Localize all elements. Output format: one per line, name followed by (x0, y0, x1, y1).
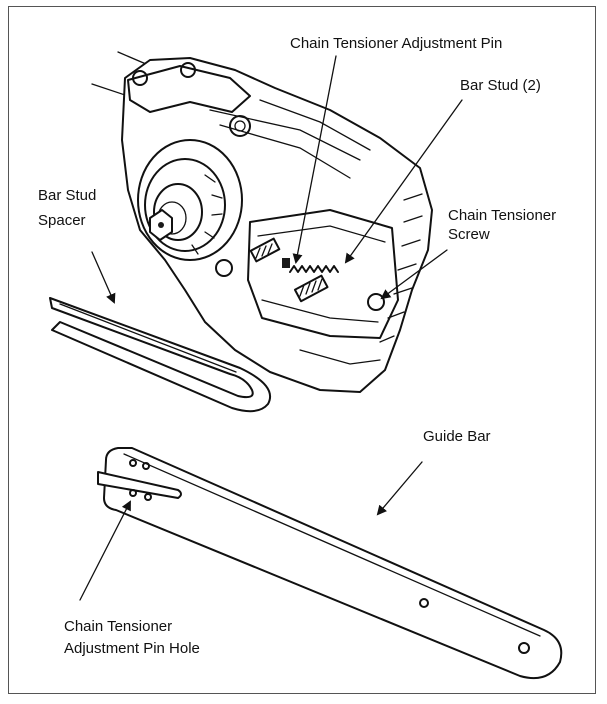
bar-hole (144, 493, 152, 501)
sprocket-nose-hole (518, 642, 530, 654)
diagram-frame (8, 6, 596, 694)
label-bar-stud: Bar Stud (2) (460, 77, 541, 94)
leader-guide-bar (376, 461, 423, 516)
label-tensioner-screw: Chain Tensioner Screw (448, 207, 557, 243)
leader-adjustment-pin (292, 55, 337, 264)
label-adjustment-pin-hole: Chain Tensioner Adjustment Pin Hole (64, 618, 200, 657)
leader-pin-hole (79, 500, 131, 601)
adjustment-pin-hole (129, 489, 137, 497)
bar-hole (419, 598, 429, 608)
tensioner-screw (367, 293, 385, 311)
label-bar-stud-spacer: Bar Stud Spacer (38, 187, 97, 229)
bar-stud (293, 274, 329, 303)
leader-spacer (91, 251, 116, 304)
label-adjustment-pin: Chain Tensioner Adjustment Pin (290, 35, 503, 52)
label-guide-bar: Guide Bar (423, 428, 491, 445)
leader-tensioner-screw (380, 249, 448, 300)
guide-bar (97, 447, 563, 680)
bar-stud (249, 237, 281, 263)
bar-hole (129, 459, 137, 467)
adjustment-pin (282, 258, 290, 268)
leader-bar-stud (344, 99, 463, 264)
bar-hole (142, 462, 150, 470)
bar-stud-spacer (49, 297, 271, 413)
power-head (91, 51, 433, 393)
